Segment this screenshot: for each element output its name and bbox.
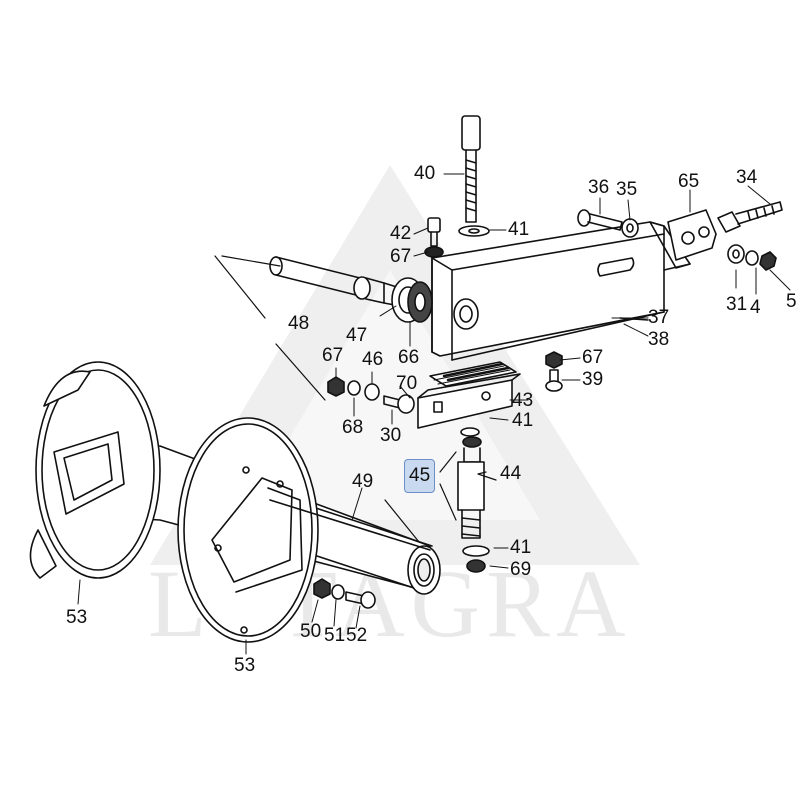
washer-41-top-hole	[468, 228, 480, 234]
nut-69	[466, 559, 486, 573]
shaft-48	[269, 256, 401, 307]
washer-68	[347, 380, 361, 396]
nut-50	[313, 578, 331, 599]
bolt-30	[383, 394, 415, 414]
label-31[interactable]: 31	[726, 294, 748, 315]
washer-31-hole	[732, 249, 740, 259]
label-41-top[interactable]: 41	[508, 219, 530, 240]
plate-43	[417, 373, 521, 429]
label-67-top[interactable]: 67	[390, 246, 412, 267]
label-52[interactable]: 52	[346, 625, 368, 646]
bolt-39	[545, 369, 563, 392]
label-38[interactable]: 38	[648, 329, 670, 350]
washer-31	[727, 244, 745, 264]
label-69[interactable]: 69	[510, 559, 532, 580]
bolt-42	[427, 217, 441, 247]
label-42[interactable]: 42	[390, 223, 412, 244]
label-46[interactable]: 46	[362, 349, 384, 370]
label-30[interactable]: 30	[380, 425, 402, 446]
bolt-36	[577, 209, 623, 231]
nut-67-right	[545, 351, 563, 369]
label-65[interactable]: 65	[678, 171, 700, 192]
leader-lines	[77, 173, 791, 655]
label-47[interactable]: 47	[346, 325, 368, 346]
label-51[interactable]: 51	[324, 625, 346, 646]
washer-35-hole	[626, 223, 634, 233]
label-41-bottom[interactable]: 41	[510, 537, 532, 558]
label-66[interactable]: 66	[398, 347, 420, 368]
pin-44	[457, 427, 485, 539]
washer-46	[364, 383, 380, 401]
washer-51	[331, 584, 345, 600]
leader-48	[214, 255, 281, 319]
label-5[interactable]: 5	[786, 291, 797, 312]
label-53-rear[interactable]: 53	[66, 607, 88, 628]
label-67-left[interactable]: 67	[322, 345, 344, 366]
label-43[interactable]: 43	[512, 390, 534, 411]
bolt-52	[345, 591, 376, 609]
disc-53-rear	[29, 361, 161, 579]
label-36[interactable]: 36	[588, 177, 610, 198]
label-70[interactable]: 70	[396, 373, 418, 394]
label-48[interactable]: 48	[288, 313, 310, 334]
bolt-40	[461, 115, 481, 223]
leader-45-44	[439, 451, 497, 521]
washer-41-top	[458, 225, 490, 237]
label-34[interactable]: 34	[736, 167, 758, 188]
plate-70	[429, 361, 517, 387]
label-35[interactable]: 35	[616, 179, 638, 200]
label-40[interactable]: 40	[414, 163, 436, 184]
label-50[interactable]: 50	[300, 621, 322, 642]
watermark-inner-triangle	[240, 270, 540, 520]
label-53-front[interactable]: 53	[234, 655, 256, 676]
leader-center	[275, 343, 326, 401]
plate-65	[667, 209, 717, 261]
label-4[interactable]: 4	[750, 297, 761, 318]
washer-4	[745, 250, 759, 266]
washer-35	[621, 218, 639, 238]
label-39[interactable]: 39	[582, 369, 604, 390]
bolt-34	[717, 201, 783, 233]
nut-5	[759, 251, 777, 271]
label-68[interactable]: 68	[342, 417, 364, 438]
bearing-47	[391, 277, 433, 323]
nut-67-left	[327, 376, 345, 397]
disc-53-front	[177, 417, 431, 643]
label-37[interactable]: 37	[648, 307, 670, 328]
label-41-middle[interactable]: 41	[512, 410, 534, 431]
label-67-right[interactable]: 67	[582, 347, 604, 368]
label-45-selected[interactable]: 45	[404, 459, 436, 493]
label-44[interactable]: 44	[500, 463, 522, 484]
label-49[interactable]: 49	[352, 471, 374, 492]
washer-41-bottom	[462, 545, 490, 557]
